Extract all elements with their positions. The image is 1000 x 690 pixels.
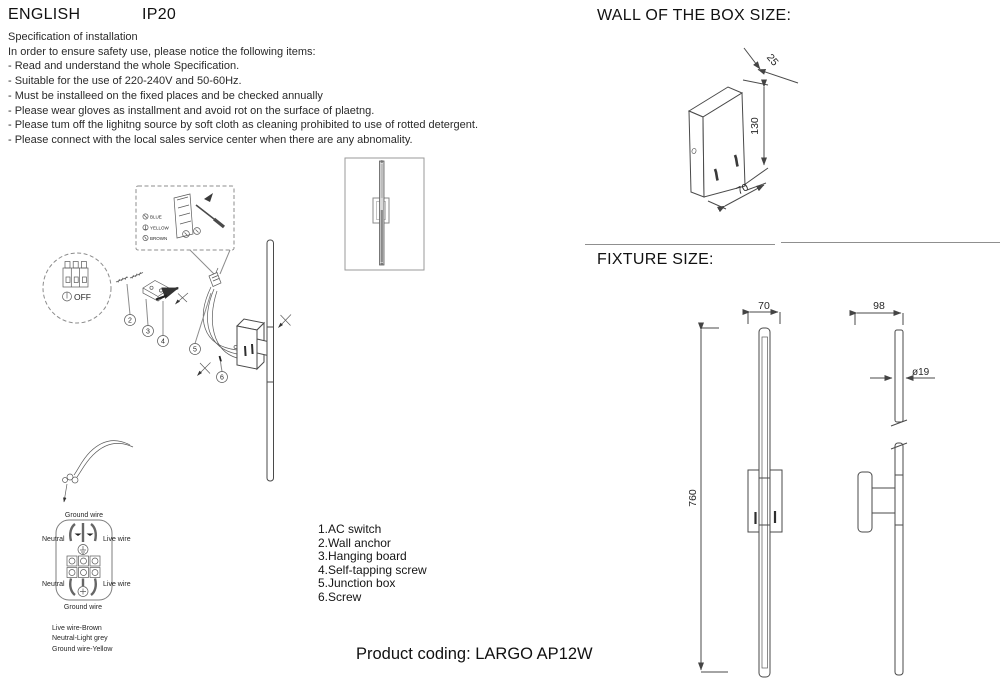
dim-depth-label: 25 [764, 52, 781, 69]
part-item: 4.Self-tapping screw [318, 562, 427, 577]
exploded-assembly: 2 3 4 5 6 [115, 239, 292, 482]
wire-color-key: BLUE YELLOW BROWN [142, 213, 170, 241]
live-wire-bottom-label: Live wire [103, 581, 131, 588]
lamp-preview [344, 157, 425, 271]
ground-wire-bottom-label: Ground wire [64, 604, 102, 611]
live-wire-top-label: Live wire [103, 536, 131, 543]
spec-item: - Must be installeed on the fixed places… [8, 89, 323, 102]
wire-color-brown: BROWN [150, 236, 167, 241]
spec-item: - Please connect with the local sales se… [8, 133, 413, 146]
legend-ground-wire: Ground wire-Yellow [52, 646, 113, 653]
part-item: 5.Junction box [318, 576, 396, 591]
callout-3: 3 [142, 325, 154, 337]
installation-diagram: BLUE YELLOW BROWN [42, 157, 425, 653]
part-item: 1.AC switch [318, 522, 382, 536]
dim-front-width: 70 [758, 300, 770, 312]
lamp-bar-side-lower [894, 442, 904, 676]
mount-arm-side [871, 487, 897, 514]
breaker-icon [62, 261, 89, 288]
callout-4: 4 [157, 335, 169, 347]
wire-color-yellow: YELLOW [150, 226, 170, 231]
dimension-130: 130 [742, 79, 769, 186]
dimension-25: 25 [743, 47, 799, 84]
svg-text:4: 4 [161, 339, 165, 346]
product-coding: Product coding: LARGO AP12W [356, 645, 593, 663]
terminal-sketch [173, 193, 225, 239]
lamp-bar-side-upper [894, 329, 904, 423]
svg-text:5: 5 [193, 347, 197, 354]
ground-wire-top-label: Ground wire [65, 512, 103, 519]
svg-text:6: 6 [220, 375, 224, 382]
spec-item: - Suitable for the use of 220-240V and 5… [8, 75, 242, 88]
dim-fixture-height: 760 [687, 489, 699, 507]
dim-diameter: ø19 [912, 367, 930, 378]
svg-text:2: 2 [128, 318, 132, 325]
legend-live-wire: Live wire-Brown [52, 625, 102, 632]
power-off-label: OFF [74, 292, 91, 302]
parts-list: 1.AC switch 2.Wall anchor 3.Hanging boar… [318, 522, 427, 605]
part-item: 6.Screw [318, 589, 362, 604]
dimension-70: 70 [707, 181, 767, 213]
divider-line [781, 242, 1000, 243]
language-title: ENGLISH [8, 6, 81, 23]
neutral-top-label: Neutral [42, 536, 65, 543]
spec-intro: In order to ensure safety use, please no… [8, 45, 316, 58]
part-item: 2.Wall anchor [318, 535, 391, 550]
callout-5: 5 [189, 343, 201, 355]
ip-rating: IP20 [142, 6, 177, 23]
wiring-detail-callout: BLUE YELLOW BROWN [135, 185, 235, 275]
legend-neutral: Neutral-Light grey [52, 635, 108, 642]
dim-side-width: 98 [873, 300, 885, 312]
specification-block: Specification of installation In order t… [8, 30, 568, 148]
neutral-bottom-label: Neutral [42, 581, 65, 588]
wall-box-drawing: 25 130 70 [687, 47, 799, 213]
lamp-bar-front [758, 327, 771, 678]
dim-width-label: 70 [735, 181, 751, 197]
spec-item: - Please tum off the lighitng source by … [8, 119, 479, 132]
power-off-callout: OFF [42, 252, 112, 324]
fixture-size-title: FIXTURE SIZE: [597, 251, 714, 268]
wall-plate-side [857, 471, 873, 533]
wire-color-blue: BLUE [150, 215, 162, 220]
spec-title: Specification of installation [8, 31, 138, 43]
fixture-side-view: 98 ø19 [849, 300, 935, 676]
dimension-760: 760 [687, 322, 728, 673]
spec-item: - Please wear gloves as installment and … [8, 104, 375, 117]
dim-height-label: 130 [749, 117, 761, 135]
junction-box-isometric [687, 86, 746, 198]
spec-item: - Read and understand the whole Specific… [8, 60, 240, 73]
terminal-grid [66, 555, 101, 578]
svg-text:3: 3 [146, 329, 150, 336]
divider-line [585, 244, 775, 245]
callout-2: 2 [124, 314, 136, 326]
wall-box-size-title: WALL OF THE BOX SIZE: [597, 7, 792, 24]
part-item: 3.Hanging board [318, 549, 407, 564]
terminal-wiring-diagram: Ground wire Neutral Live wire Neutral Li… [42, 440, 134, 653]
callout-6: 6 [216, 371, 228, 383]
fixture-front-view: 70 [742, 300, 783, 678]
fixture-drawing: 760 70 98 [687, 300, 935, 678]
